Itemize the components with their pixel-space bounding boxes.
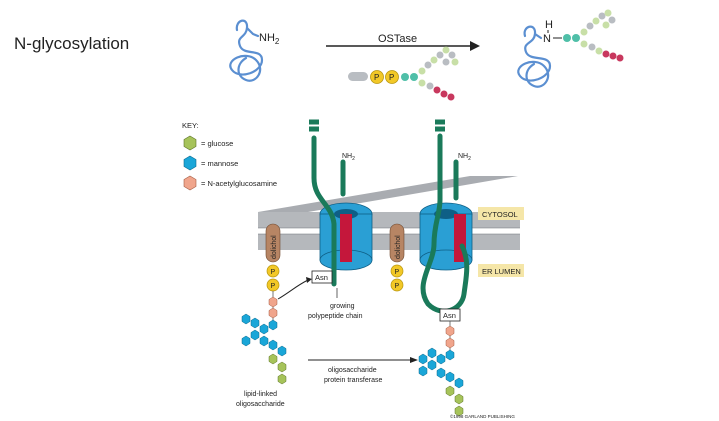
key-mannose: = mannose [183,155,238,171]
phosphate-label: P [395,269,400,276]
phosphate-icon [390,278,404,292]
phosphate-label-2: P [389,73,394,82]
cytosol-tag [478,207,524,220]
transferase-label-2: protein transferase [324,377,382,384]
phosphate-label: P [271,269,276,276]
cytosol-label: CYTOSOL [482,210,518,219]
dolichol-left-label: dolichol [271,235,278,259]
glycan-donor-icon [401,46,459,101]
polypeptide-chain-right [420,133,470,314]
key-nacetylglucosamine-label: = N-acetylglucosamine [201,179,277,188]
page-title: N-glycosylation [14,34,130,53]
arrow-head-icon [470,41,480,51]
arrow-head-icon [306,277,312,283]
key-mannose-label: = mannose [201,159,238,168]
dolichol-left-icon [265,223,281,263]
dolichol-tail-icon [348,72,368,81]
dolichol-right-label: dolichol [395,235,402,259]
asn-left-label: Asn [315,273,328,282]
nh2-label-left-lower: NH2 [342,153,355,162]
transfer-arrow-small [277,279,309,300]
hexagon-mannose-icon [183,155,197,171]
enzyme-label: OSTase [378,33,417,45]
er-lumen-label: ER LUMEN [482,267,521,276]
transferred-oligosaccharide-icon [418,321,464,417]
chain-dash-right-icon [435,119,445,132]
er-lumen-tag [478,264,524,277]
lipid-linked-label-1: lipid-linked [244,391,277,398]
protein-coil-left-icon [229,19,264,82]
hexagon-glucose-icon [183,135,197,151]
nh2-label-right-lower: NH2 [458,153,471,162]
key-nacetylglucosamine: = N-acetylglucosamine [183,175,277,191]
asn-left-box [311,270,333,284]
key-glucose: = glucose [183,135,233,151]
chain-dash-left-icon [309,119,319,132]
growing-chain-label-2: polypeptide chain [308,313,363,320]
copyright-label: ©1998 GARLAND PUBLISHING [450,413,515,419]
lipid-linked-label-2: oligosaccharide [236,401,285,408]
transferase-label-1: oligosaccharide [328,367,377,374]
lipid-linked-oligosaccharide-icon [241,291,287,385]
attached-glycan-icon [563,9,624,62]
nh-h-label: H [545,19,553,31]
phosphate-icon [266,264,280,278]
er-diagram: KEY: = glucose = mannose = N-acetylgluco… [182,119,524,419]
top-schematic: NH2 OSTase P P H N [229,9,624,101]
polypeptide-chain-left [311,135,346,287]
nh-n-label: N [543,33,551,45]
asn-right-label: Asn [443,311,456,320]
arrow-head-icon [410,357,418,363]
nh2-label-left: NH2 [259,32,280,46]
phosphate-icon [385,70,399,84]
translocon-left-icon [319,202,373,271]
hexagon-nacetylglucosamine-icon [183,175,197,191]
phosphate-label-1: P [374,73,379,82]
key-glucose-label: = glucose [201,139,233,148]
protein-coil-right-icon [517,25,552,88]
phosphate-label: P [395,283,400,290]
dolichol-right-icon [389,223,405,263]
key-title: KEY: [182,121,199,130]
phosphate-icon [370,70,384,84]
phosphate-label: P [271,283,276,290]
growing-chain-label-1: growing [330,303,355,310]
phosphate-icon [390,264,404,278]
